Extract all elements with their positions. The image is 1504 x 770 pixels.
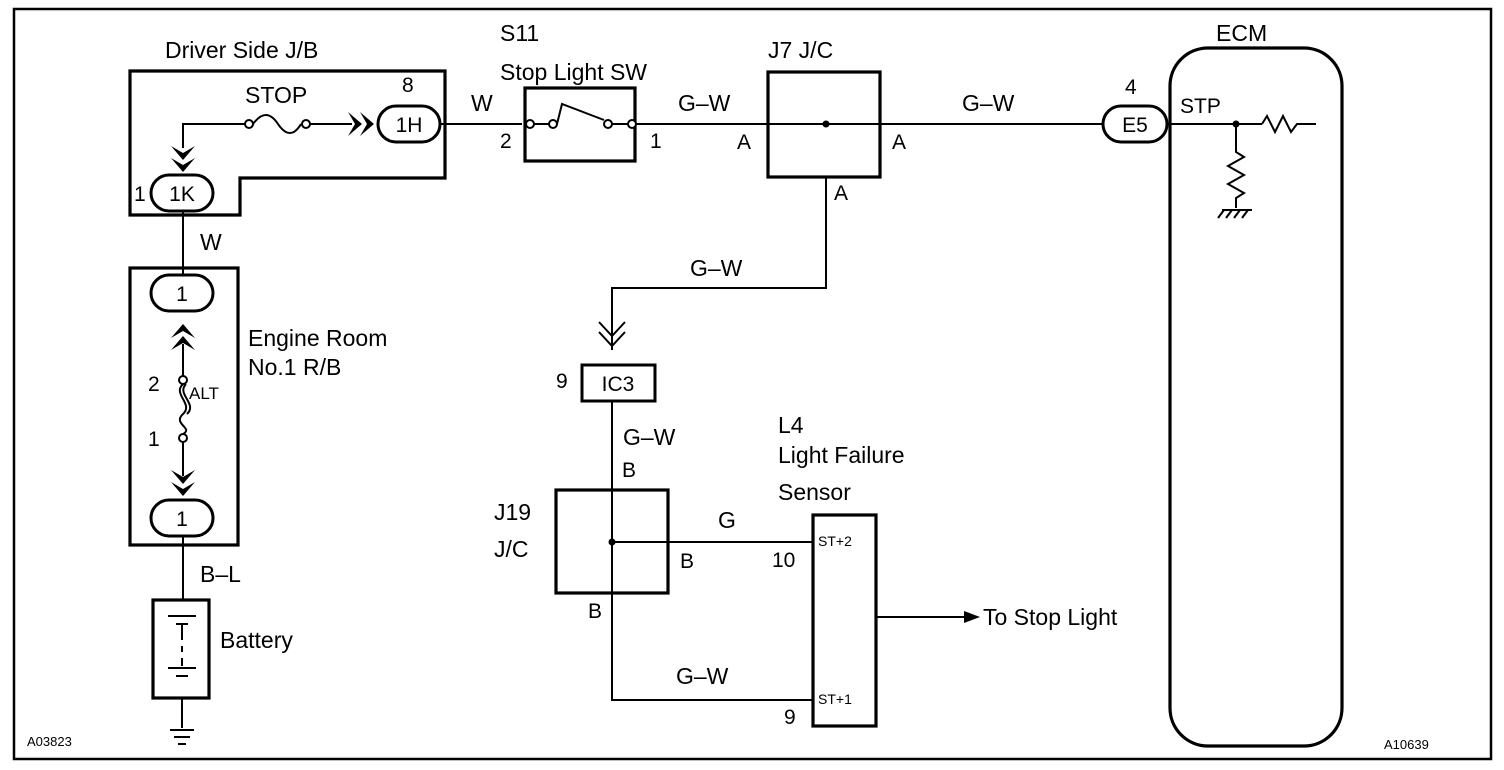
ecm-resistor-vertical [1225, 124, 1247, 208]
conn-ic3-label: IC3 [602, 373, 635, 396]
j7-pin-bottom: A [834, 182, 848, 205]
stop-fuse-terminal-left [244, 119, 254, 129]
l4-sensor-box [811, 513, 878, 728]
chevron-down-open-icon [598, 321, 626, 348]
switch-pin-in: 2 [500, 130, 512, 153]
switch-terminal-1 [525, 119, 535, 129]
diagram-code-left: A03823 [27, 734, 72, 749]
switch-blade [534, 102, 628, 125]
wire-ic3-to-j19 [611, 401, 813, 701]
switch-name: Stop Light SW [500, 59, 647, 85]
ic3-pin: 9 [556, 370, 568, 393]
conn-rb-bottom-label: 1 [176, 508, 188, 531]
l4-code: L4 [778, 412, 804, 438]
stop-fuse-element [252, 114, 302, 134]
alt-fuse-pin-top: 2 [148, 373, 160, 396]
ecm-terminal-stp: STP [1180, 95, 1221, 118]
driver-jb-box [128, 69, 447, 217]
chevron-down-icon [171, 146, 195, 172]
conn-1k-label: 1K [169, 183, 195, 206]
j19-title-2: J/C [494, 536, 529, 562]
alt-fuse-terminal-bottom [178, 433, 188, 443]
wire-label-w-top: W [471, 90, 493, 116]
l4-term-top: ST+2 [818, 533, 852, 549]
conn-rb-top [149, 273, 215, 313]
l4-pin-bottom: 9 [784, 706, 796, 729]
chevron-down-icon-2 [171, 470, 195, 496]
wire-label-g: G [718, 507, 736, 533]
driver-jb-title: Driver Side J/B [165, 37, 318, 63]
j7-pin-left: A [737, 131, 751, 154]
wire-label-gw-bottom: G–W [676, 663, 729, 689]
engine-rb-title-2: No.1 R/B [248, 354, 341, 380]
alt-fuse-element [178, 383, 192, 435]
ecm-box [1168, 46, 1344, 748]
wire-label-j7-ic3: G–W [690, 255, 743, 281]
conn-1k-pin: 1 [134, 183, 146, 206]
chevron-up-icon [171, 324, 195, 350]
l4-term-bottom: ST+1 [818, 691, 852, 707]
ground-icon [1217, 209, 1252, 219]
switch-code: S11 [500, 20, 539, 46]
chevron-right-icon [348, 112, 374, 136]
j19-pin-right: B [680, 550, 694, 573]
stop-fuse-wire [182, 123, 245, 148]
j19-title-1: J19 [494, 499, 531, 525]
battery-ground-icon [170, 729, 194, 745]
j7-title: J7 J/C [768, 37, 833, 63]
ecm-resistor-horizontal [1261, 113, 1316, 135]
wire-label-switch-j7: G–W [678, 90, 731, 116]
to-stop-light-label: To Stop Light [983, 604, 1118, 630]
switch-terminal-3 [603, 119, 613, 129]
wire-label-j7-ecm: G–W [962, 90, 1015, 116]
conn-rb-top-label: 1 [176, 283, 188, 306]
alt-fuse-label: ALT [189, 384, 219, 403]
alt-fuse-pin-bottom: 1 [148, 428, 160, 451]
ecm-title: ECM [1216, 20, 1267, 46]
stop-fuse-terminal-right [301, 119, 311, 129]
wire-j7-to-ic3 [611, 177, 827, 350]
wire-label-ic3-j19: G–W [623, 424, 676, 450]
battery-cells [168, 615, 196, 677]
engine-rb-title-1: Engine Room [248, 325, 387, 351]
switch-terminal-2 [548, 119, 558, 129]
wire-label-bl: B–L [200, 561, 241, 587]
diagram-code-right: A10639 [1384, 737, 1429, 752]
conn-e5-label: E5 [1122, 114, 1148, 137]
arrow-right-icon [964, 611, 980, 623]
conn-1h-label: 1H [396, 114, 423, 137]
alt-fuse-terminal-top [178, 375, 188, 385]
j7-pin-right: A [892, 131, 906, 154]
diagram-frame [12, 7, 1493, 761]
l4-name-2: Sensor [778, 479, 851, 505]
battery-label: Battery [220, 627, 293, 653]
l4-pin-top: 10 [772, 549, 795, 572]
stop-fuse-label: STOP [245, 82, 307, 108]
j19-pin-bottom: B [588, 600, 602, 623]
wire-label-w-left: W [200, 229, 222, 255]
conn-1h-pin: 8 [402, 74, 414, 97]
switch-pin-out: 1 [650, 130, 662, 153]
l4-name-1: Light Failure [778, 442, 905, 468]
ecm-conn-pin: 4 [1125, 76, 1137, 99]
switch-terminal-4 [627, 119, 637, 129]
conn-ic3 [580, 363, 657, 403]
j19-pin-top: B [622, 459, 636, 482]
